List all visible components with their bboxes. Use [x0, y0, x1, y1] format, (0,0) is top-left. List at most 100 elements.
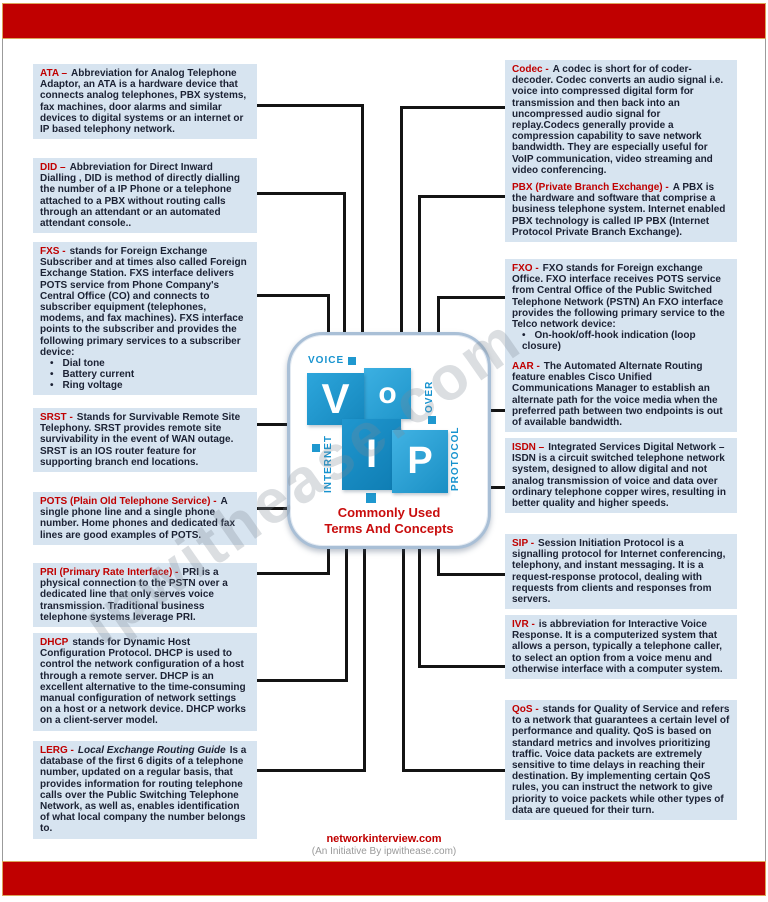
term-body: stands for Dynamic Host Configuration Pr… [40, 637, 246, 727]
term-label: AAR - [512, 361, 540, 372]
connector-qos-v [402, 541, 405, 772]
term-body: FXO stands for Foreign exchange Office. … [512, 263, 725, 330]
term-box-pri: PRI (Primary Rate Interface) -PRI is a p… [33, 563, 257, 627]
bottom-red-bar [2, 861, 766, 896]
footer-tagline: (An Initiative By ipwithease.com) [311, 846, 457, 857]
logo-letter: V [321, 375, 350, 422]
term-box-did: DID –Abbreviation for Direct Inward Dial… [33, 158, 257, 234]
bullet-item: Battery current [50, 369, 250, 380]
top-red-bar [2, 3, 766, 39]
connector-pbx [418, 195, 505, 198]
connector-isdn [485, 486, 505, 489]
connector-lerg [257, 769, 363, 772]
connector-codec-v [400, 106, 403, 333]
term-body: A codec is short for of coder-decoder. C… [512, 64, 724, 176]
logo-letter: o [378, 376, 397, 410]
connector-fxs-v [327, 294, 330, 333]
term-label: PRI (Primary Rate Interface) - [40, 567, 179, 578]
square-icon [428, 416, 436, 424]
voip-tile-i: I [342, 419, 401, 490]
term-label: PBX (Private Branch Exchange) - [512, 182, 669, 193]
term-box-ata: ATA –Abbreviation for Analog Telephone A… [33, 64, 257, 140]
connector-ivr-v [418, 541, 421, 668]
term-body: The Automated Alternate Routing feature … [512, 361, 723, 428]
connector-pbx-v [418, 195, 421, 333]
right-edge-line [765, 38, 766, 861]
connector-dhcp [257, 679, 345, 682]
square-icon [366, 493, 376, 503]
term-body: A single phone line and a single phone n… [40, 496, 236, 541]
bullet-item: On-hook/off-hook indication (loop closur… [522, 330, 730, 352]
fxs-bullet-list: Dial tone Battery current Ring voltage [40, 358, 250, 392]
term-body: PRI is a physical connection to the PSTN… [40, 567, 228, 623]
term-body: stands for Quality of Service and refers… [512, 704, 730, 816]
square-icon [348, 357, 356, 365]
voip-tile-p: P [392, 430, 448, 493]
connector-pri-v [327, 541, 330, 575]
connector-fxo-v [437, 296, 440, 333]
connector-fxs [257, 294, 327, 297]
term-label: QoS - [512, 704, 539, 715]
logo-letter: I [365, 432, 378, 476]
protocol-label: PROTOCOL [450, 426, 461, 491]
term-label: IVR - [512, 619, 535, 630]
footer-site-link[interactable]: networkinterview.com [326, 833, 442, 845]
term-box-aar: AAR -The Automated Alternate Routing fea… [505, 357, 737, 433]
term-body: Abbreviation for Direct Inward Dialling … [40, 162, 241, 229]
connector-did-v [343, 192, 346, 333]
connector-srst [257, 423, 288, 426]
bullet-item: Dial tone [50, 358, 250, 369]
connector-sip-v [437, 541, 440, 576]
term-label: FXO - [512, 263, 539, 274]
connector-did [257, 192, 343, 195]
connector-lerg-v [363, 541, 366, 772]
connector-dhcp-v [345, 541, 348, 682]
footer: networkinterview.com (An Initiative By i… [0, 833, 768, 857]
term-label: LERG - [40, 745, 74, 756]
term-body: is abbreviation for Interactive Voice Re… [512, 619, 723, 675]
fxo-bullet-list: On-hook/off-hook indication (loop closur… [512, 330, 730, 352]
connector-qos [402, 769, 505, 772]
term-body: Integrated Services Digital Network – IS… [512, 442, 726, 509]
internet-label: INTERNET [323, 435, 334, 493]
term-body: A PBX is the hardware and software that … [512, 182, 726, 238]
term-box-qos: QoS -stands for Quality of Service and r… [505, 700, 737, 820]
voip-tile-o: o [364, 368, 411, 419]
term-box-codec: Codec -A codec is short for of coder-dec… [505, 60, 737, 180]
term-box-fxo: FXO -FXO stands for Foreign exchange Off… [505, 259, 737, 357]
term-body: Abbreviation for Analog Telephone Adapto… [40, 68, 247, 135]
term-box-sip: SIP -Session Initiation Protocol is a si… [505, 534, 737, 610]
connector-sip [437, 573, 505, 576]
term-box-srst: SRST -Stands for Survivable Remote Site … [33, 408, 257, 472]
term-label: DID – [40, 162, 66, 173]
logo-caption-line1: Commonly Used [337, 505, 441, 520]
connector-ata [257, 104, 361, 107]
term-body: Stands for Survivable Remote Site Teleph… [40, 412, 241, 468]
term-italic: Local Exchange Routing Guide [77, 745, 226, 756]
connector-pri [257, 572, 327, 575]
term-label: SIP - [512, 538, 535, 549]
over-label: OVER [424, 380, 435, 413]
left-edge-line [2, 38, 3, 861]
connector-fxo [437, 296, 505, 299]
term-label: ATA – [40, 68, 68, 79]
connector-codec [400, 106, 505, 109]
term-box-pots: POTS (Plain Old Telephone Service) -A si… [33, 492, 257, 545]
connector-aar [485, 409, 505, 412]
term-label: POTS (Plain Old Telephone Service) - [40, 496, 217, 507]
term-box-fxs: FXS -stands for Foreign Exchange Subscri… [33, 242, 257, 396]
term-label: ISDN – [512, 442, 545, 453]
term-box-isdn: ISDN –Integrated Services Digital Networ… [505, 438, 737, 514]
connector-ivr [418, 665, 505, 668]
connector-ata-v [361, 104, 364, 333]
connector-pots [257, 507, 288, 510]
voip-tile-v: V [307, 373, 364, 425]
term-body: stands for Foreign Exchange Subscriber a… [40, 246, 247, 358]
term-box-pbx: PBX (Private Branch Exchange) -A PBX is … [505, 178, 737, 242]
term-box-ivr: IVR -is abbreviation for Interactive Voi… [505, 615, 737, 679]
term-label: Codec - [512, 64, 549, 75]
logo-caption-line2: Terms And Concepts [324, 521, 454, 536]
